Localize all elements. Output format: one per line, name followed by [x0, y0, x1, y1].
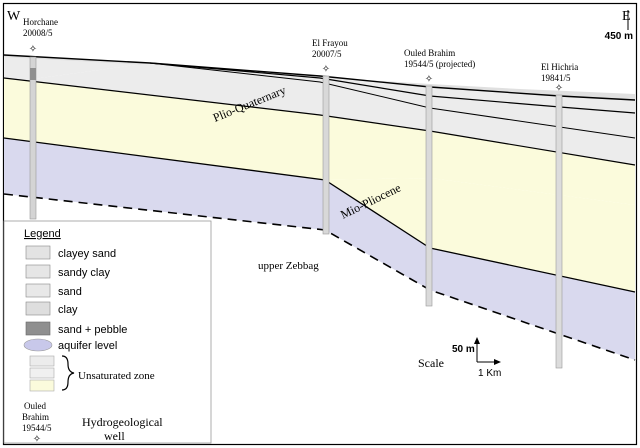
top-thin-band [4, 55, 635, 100]
well-column-horchane [29, 56, 37, 220]
svg-text:✧: ✧ [322, 64, 330, 75]
legend-swatch-unsat-2 [29, 367, 55, 379]
elevation-label: 450 m [605, 31, 633, 42]
svg-text:✧: ✧ [29, 44, 37, 55]
scale-label: Scale [418, 356, 444, 370]
legend-swatch-sand-pebble [25, 321, 51, 336]
well-marker-el-frayou: ✧ [322, 64, 330, 75]
legend-well-desc-line2: well [104, 429, 125, 443]
svg-text:✧: ✧ [555, 83, 563, 94]
legend-label-sand-pebble: sand + pebble [58, 324, 127, 336]
svg-text:✧: ✧ [33, 434, 41, 445]
well-id-horchane: 20008/5 [23, 28, 53, 38]
svg-text:✧: ✧ [425, 74, 433, 85]
well-marker-horchane: ✧ [29, 44, 37, 55]
legend-swatch-unsat-1 [29, 355, 55, 367]
scale-vertical-label: 50 m [452, 344, 475, 355]
well-column-ouled-brahim [425, 85, 433, 307]
west-label: W [7, 9, 21, 24]
legend-title: Legend [24, 228, 61, 240]
unsaturated-brace [61, 355, 75, 391]
well-name-el-frayou: El Frayou [312, 38, 348, 48]
scale-up-arrow [474, 337, 480, 344]
second-gray-band [4, 63, 635, 165]
yellow-unsaturated-band [4, 78, 635, 205]
legend-label-aquifer: aquifer level [58, 340, 117, 352]
legend-label-sandy-clay: sandy clay [58, 267, 110, 279]
boundary-line-4 [3, 137, 636, 293]
top-gray-band [4, 55, 635, 113]
legend-swatch-sand [25, 283, 51, 298]
upper-zebbag-label: upper Zebbag [258, 260, 319, 272]
surface-line [3, 54, 636, 101]
legend-well-icon: ✧ [33, 434, 41, 445]
well-marker-el-hichria: ✧ [555, 83, 563, 94]
legend-swatch-sandy-clay [25, 264, 51, 279]
legend-swatch-unsat-3 [29, 379, 55, 392]
boundary-line-2 [149, 62, 636, 139]
legend-well-name-line1: Ouled [24, 401, 46, 411]
scale-right-arrow [494, 359, 501, 365]
well-name-ouled-brahim: Ouled Brahim [404, 48, 455, 58]
well-id-el-hichria: 19841/5 [541, 73, 571, 83]
legend-label-sand: sand [58, 286, 82, 298]
aquifer-band [4, 138, 635, 360]
aquifer-base-dashed [3, 193, 636, 361]
well-id-el-frayou: 20007/5 [312, 49, 342, 59]
legend-label-unsaturated: Unsaturated zone [78, 370, 155, 382]
legend-well-name-line3: 19544/5 [22, 423, 52, 433]
boundary-line-3 [3, 77, 636, 166]
legend-swatch-clayey-sand [25, 245, 51, 260]
legend-well-desc-line1: Hydrogeological [82, 415, 163, 429]
legend-label-clay: clay [58, 304, 78, 316]
well-name-el-hichria: El Hichria [541, 62, 578, 72]
legend-label-clayey-sand: clayey sand [58, 248, 116, 260]
well-id-ouled-brahim: 19544/5 (projected) [404, 59, 475, 69]
east-label: E [622, 9, 631, 24]
well-name-horchane: Horchane [23, 17, 58, 27]
well-horchane-pebble [30, 68, 36, 80]
legend-swatch-clay [25, 301, 51, 316]
legend-well-name-line2: Brahim [22, 412, 49, 422]
well-column-el-frayou [322, 75, 330, 235]
well-column-el-hichria [555, 94, 563, 369]
scale-horizontal-label: 1 Km [478, 368, 501, 379]
legend-swatch-aquifer [23, 338, 53, 352]
well-marker-ouled-brahim: ✧ [425, 74, 433, 85]
